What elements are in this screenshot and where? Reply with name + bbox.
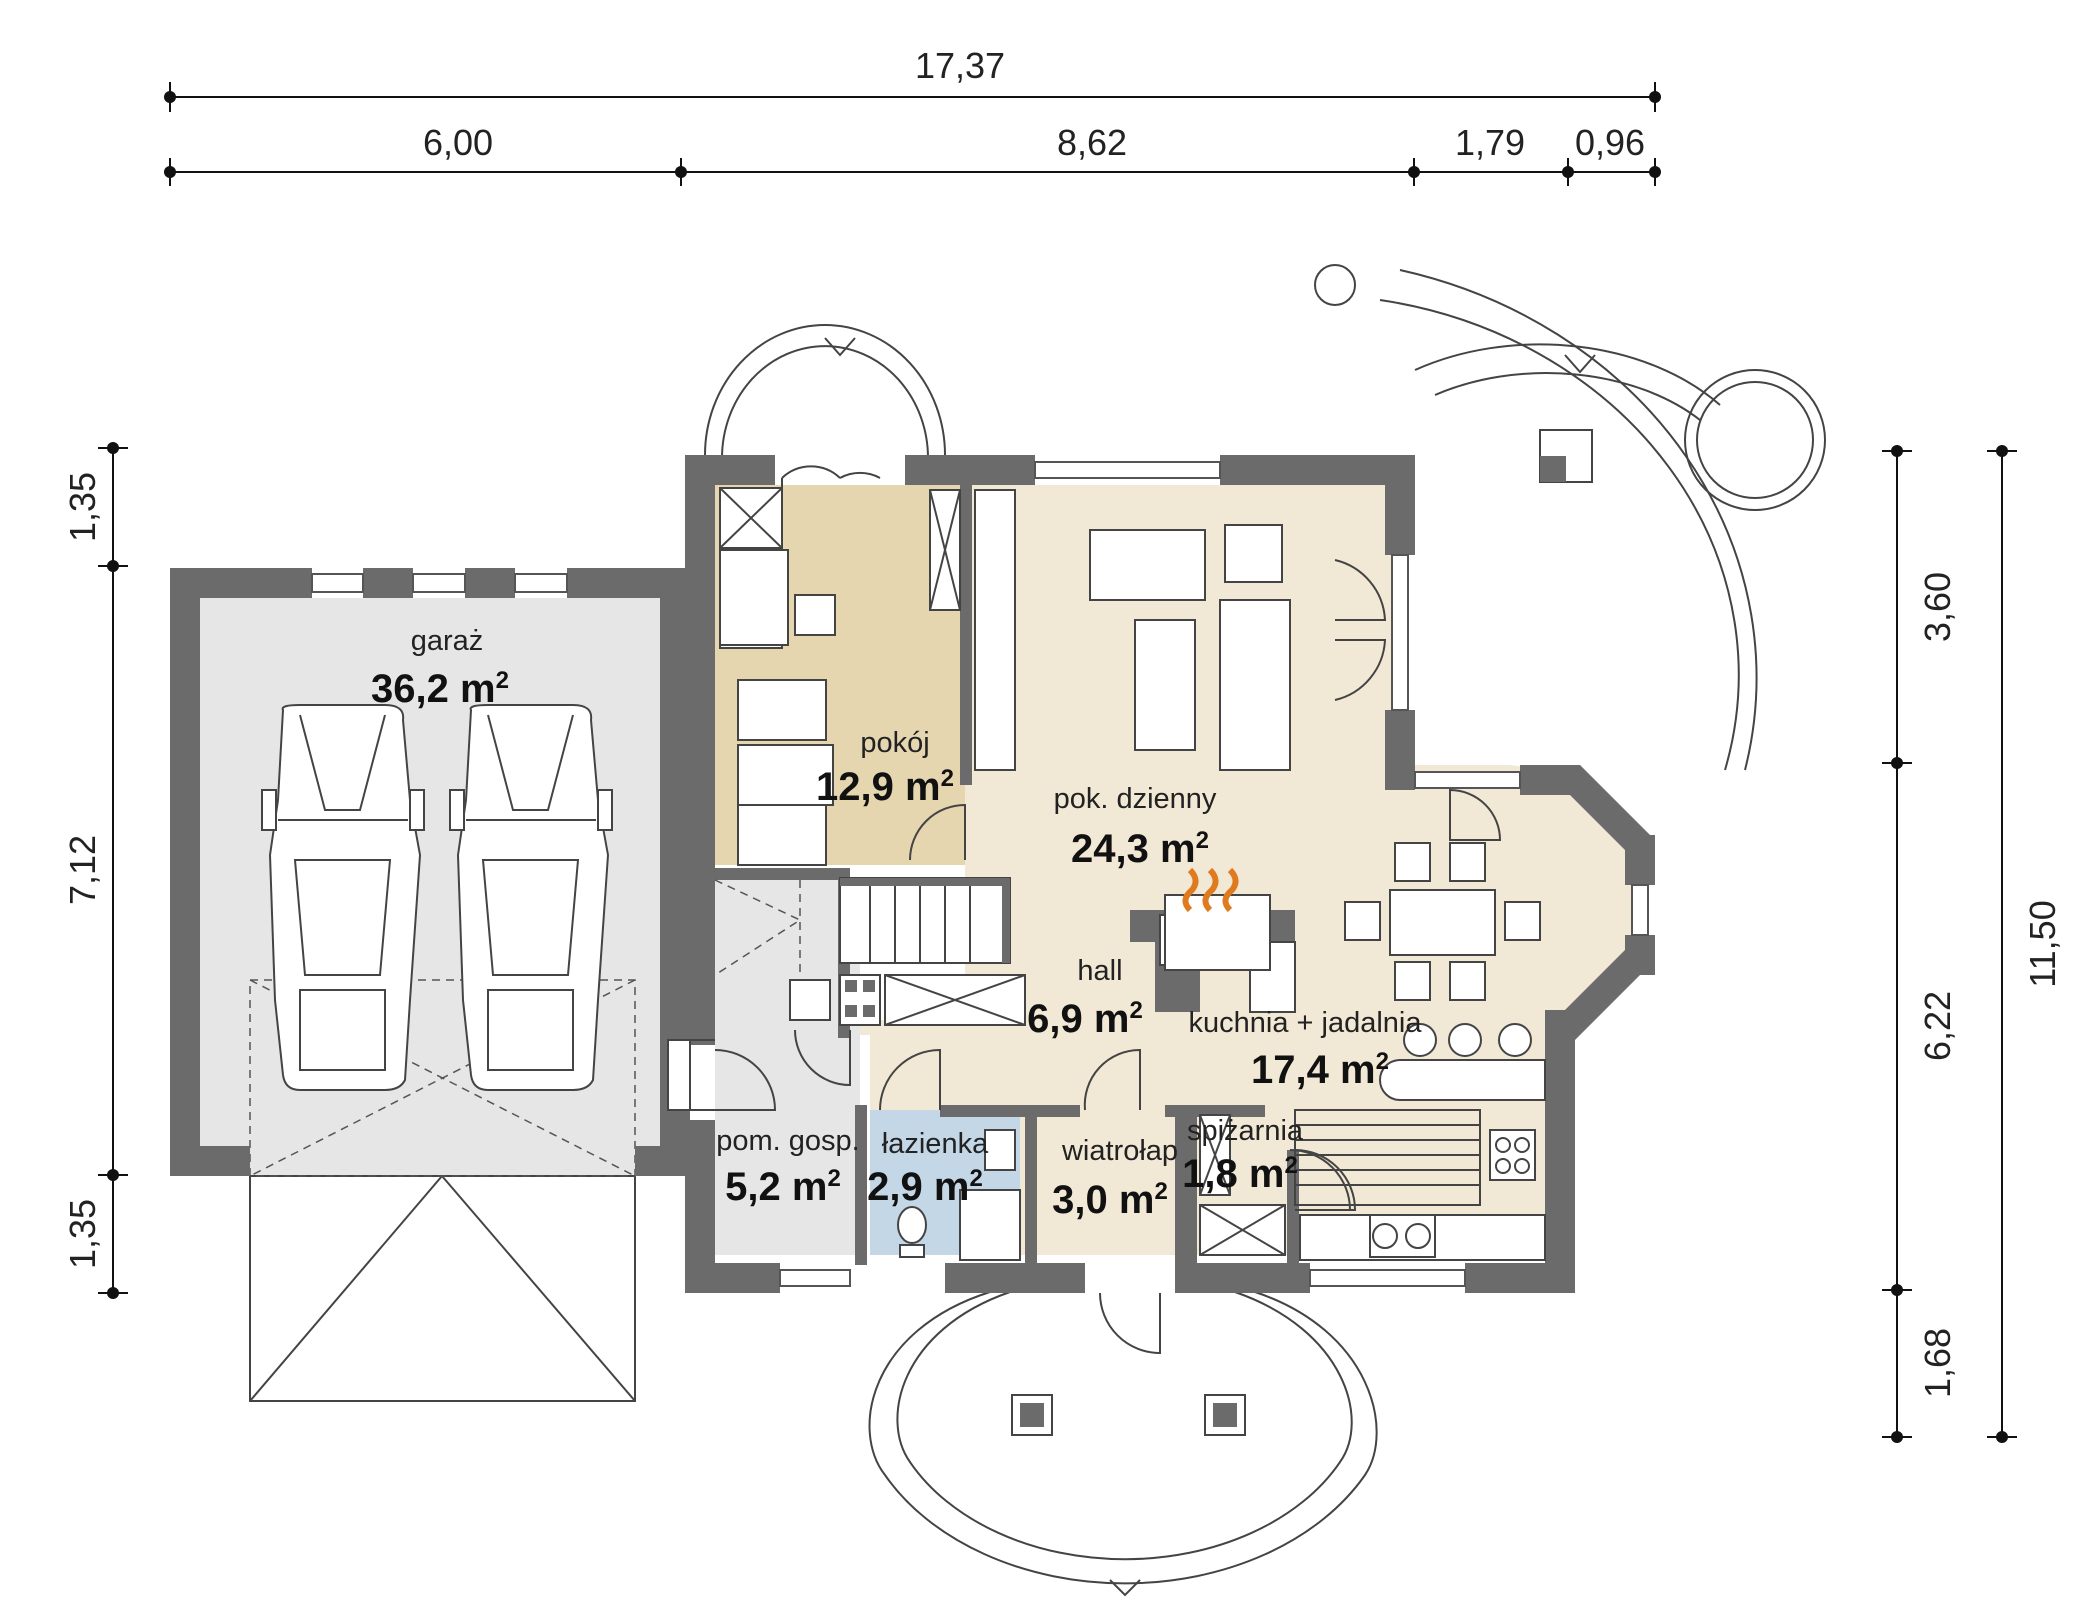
room-area-spizarnia: 1,8 m2 [1182,1152,1298,1196]
room-area-pokoj: 12,9 m2 [816,765,954,809]
walls [170,455,1655,1293]
room-area-lazienka: 2,9 m2 [867,1165,983,1209]
windows [311,461,1649,1287]
dim-top-seg-4: 0,96 [1575,122,1645,163]
car-left-icon [261,704,425,1091]
kitchen-furniture [1294,1023,1546,1261]
room-label-hall: hall 6,9 m2 [1027,955,1143,1041]
pokoj-furniture [719,465,966,866]
room-name-lazienka: łazienka [882,1128,989,1160]
room-area-pok-dzienny: 24,3 m2 [1071,827,1209,871]
room-name-spizarnia: spiżarnia [1187,1115,1304,1147]
dining-furniture [1344,788,1541,1001]
stairs [839,877,1026,1026]
terrace [704,264,1826,1597]
fireplace [1159,867,1296,1013]
dimension-left: 1,35 7,12 1,35 [62,442,128,1299]
room-name-pom-gosp: pom. gosp. [716,1125,859,1157]
room-name-wiatrolap: wiatrołap [1061,1135,1178,1167]
spizarnia-details [1199,1114,1351,1256]
bathroom-fixtures [879,1048,1161,1355]
room-name-pokoj: pokój [860,727,929,759]
dim-left-seg-3: 1,35 [62,1199,103,1269]
room-area-garaz: 36,2 m2 [371,667,509,711]
dim-top-total-label: 17,37 [915,45,1005,86]
car-right-icon [449,704,613,1091]
room-label-spizarnia: spiżarnia 1,8 m2 [1182,1115,1304,1196]
floor-pom-gosp [715,880,860,1255]
room-name-kuchnia: kuchnia + jadalnia [1189,1007,1423,1039]
living-furniture [974,489,1387,771]
dim-top-seg-3: 1,79 [1455,122,1525,163]
room-area-kuchnia: 17,4 m2 [1251,1048,1389,1092]
dimension-right-inner: 3,60 6,22 1,68 [1882,445,1958,1443]
room-area-pom-gosp: 5,2 m2 [725,1165,841,1209]
room-label-pom-gosp: pom. gosp. 5,2 m2 [716,1125,859,1209]
dim-right-total-label: 11,50 [2022,900,2063,987]
room-area-hall: 6,9 m2 [1027,997,1143,1041]
room-name-pok-dzienny: pok. dzienny [1054,783,1217,815]
dim-top-seg-2: 8,62 [1057,122,1127,163]
dim-right-seg-2: 6,22 [1917,991,1958,1061]
dimension-right-total: 11,50 [1987,445,2063,1443]
room-area-wiatrolap: 3,0 m2 [1052,1178,1168,1222]
dim-left-seg-1: 1,35 [62,472,103,542]
room-label-garaz: garaż 36,2 m2 [371,625,509,711]
dimension-top-segments: 6,00 8,62 1,79 0,96 [164,122,1661,186]
room-label-lazienka: łazienka 2,9 m2 [867,1128,989,1209]
pom-gosp-details [667,879,851,1111]
room-label-pok-dzienny: pok. dzienny 24,3 m2 [1054,783,1217,871]
dim-right-seg-3: 1,68 [1917,1328,1958,1398]
dim-right-seg-1: 3,60 [1917,572,1958,642]
dimension-top-total: 17,37 [164,45,1661,112]
dim-left-seg-2: 7,12 [62,835,103,905]
room-name-hall: hall [1077,955,1122,987]
room-label-kuchnia: kuchnia + jadalnia 17,4 m2 [1189,1007,1423,1092]
room-label-wiatrolap: wiatrołap 3,0 m2 [1052,1135,1178,1222]
dim-top-seg-1: 6,00 [423,122,493,163]
terrace-pillars [1011,429,1593,1436]
room-name-garaz: garaż [411,625,484,657]
room-label-pokoj: pokój 12,9 m2 [816,727,954,809]
